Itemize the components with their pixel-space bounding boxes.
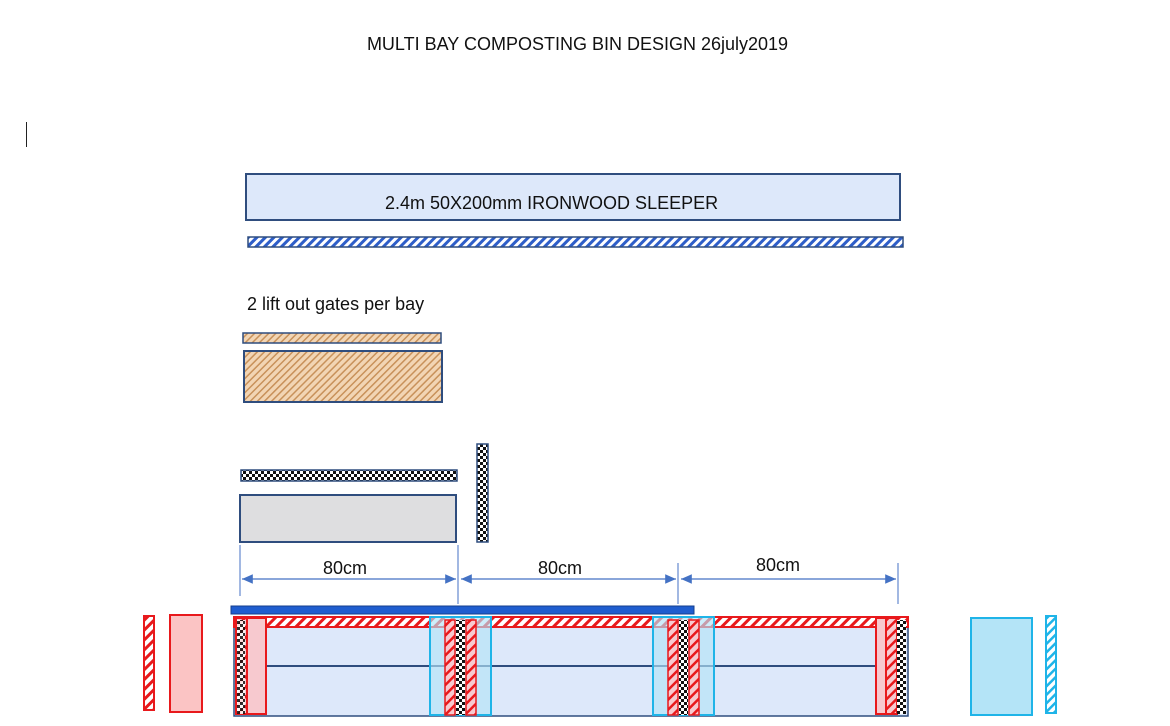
right-cyan-post[interactable]	[970, 617, 1033, 716]
sleeper-hatched-strip[interactable]	[247, 236, 904, 248]
divider-1-hatched-left[interactable]	[444, 619, 456, 716]
dimension-label-1: 80cm	[323, 558, 368, 578]
gates-label: 2 lift out gates per bay	[247, 294, 425, 314]
gate-panel[interactable]	[243, 350, 443, 403]
left-red-hatched-post[interactable]	[143, 615, 155, 711]
left-pink-post[interactable]	[169, 614, 203, 713]
right-cyan-hatched-post[interactable]	[1045, 615, 1057, 714]
bin-blue-bar[interactable]	[230, 605, 695, 615]
grey-panel[interactable]	[239, 494, 457, 543]
sleeper-label: 2.4m 50X200mm IRONWOOD SLEEPER	[385, 193, 719, 213]
bin-right-end-checker[interactable]	[897, 620, 906, 714]
bin-right-end-hatched[interactable]	[885, 617, 898, 715]
divider-2-checker[interactable]	[679, 620, 688, 715]
divider-2-hatched-right[interactable]	[688, 619, 700, 716]
bin-left-end-pink[interactable]	[246, 617, 267, 715]
divider-1-checker[interactable]	[456, 620, 465, 715]
sleeper-box[interactable]	[245, 173, 901, 221]
divider-2-hatched-left[interactable]	[667, 619, 679, 716]
divider-1-hatched-right[interactable]	[465, 619, 477, 716]
text-cursor	[26, 122, 27, 147]
dimension-label-3: 80cm	[756, 555, 801, 575]
post-checker-vertical[interactable]	[476, 443, 489, 543]
bin-body[interactable]	[233, 619, 909, 717]
bin-top-rail[interactable]	[233, 616, 909, 628]
bin-left-end-checker[interactable]	[237, 620, 245, 714]
gate-strip[interactable]	[242, 332, 442, 344]
page-title: MULTI BAY COMPOSTING BIN DESIGN 26july20…	[366, 34, 789, 54]
post-checker-strip[interactable]	[240, 469, 458, 482]
dimension-label-2: 80cm	[538, 558, 583, 578]
